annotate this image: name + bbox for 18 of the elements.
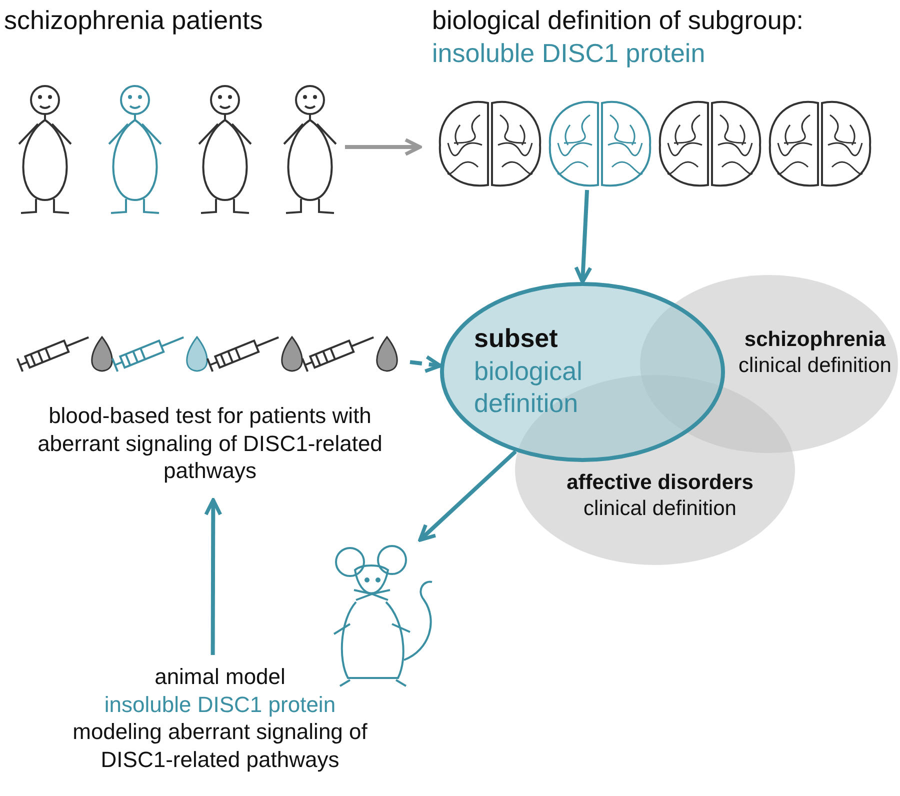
heading: biological definition of subgroup:	[432, 4, 804, 36]
arrow	[418, 450, 517, 542]
arrow	[345, 138, 422, 156]
ellipse-title: schizophrenia	[743, 327, 887, 353]
arrow	[410, 355, 442, 373]
ellipse-title: subset	[474, 322, 559, 354]
ellipse-subtitle: clinical definition	[582, 496, 738, 522]
caption-title: animal model	[154, 663, 286, 690]
ellipse-subtitle: biological definition	[474, 354, 584, 420]
caption-subtitle: insoluble DISC1 protein	[103, 690, 337, 718]
heading: schizophrenia patients	[4, 4, 264, 36]
subheading: insoluble DISC1 protein	[432, 36, 706, 69]
arrow	[574, 190, 592, 284]
ellipse-title: affective disorders	[566, 470, 754, 496]
description-text: blood-based test for patients with aberrant signaling of DISC1-related pathways	[36, 402, 384, 484]
caption-text: modeling aberrant signaling of DISC1-related pathways	[72, 718, 368, 773]
arrow	[204, 498, 222, 655]
ellipse-subtitle: clinical definition	[738, 353, 892, 380]
